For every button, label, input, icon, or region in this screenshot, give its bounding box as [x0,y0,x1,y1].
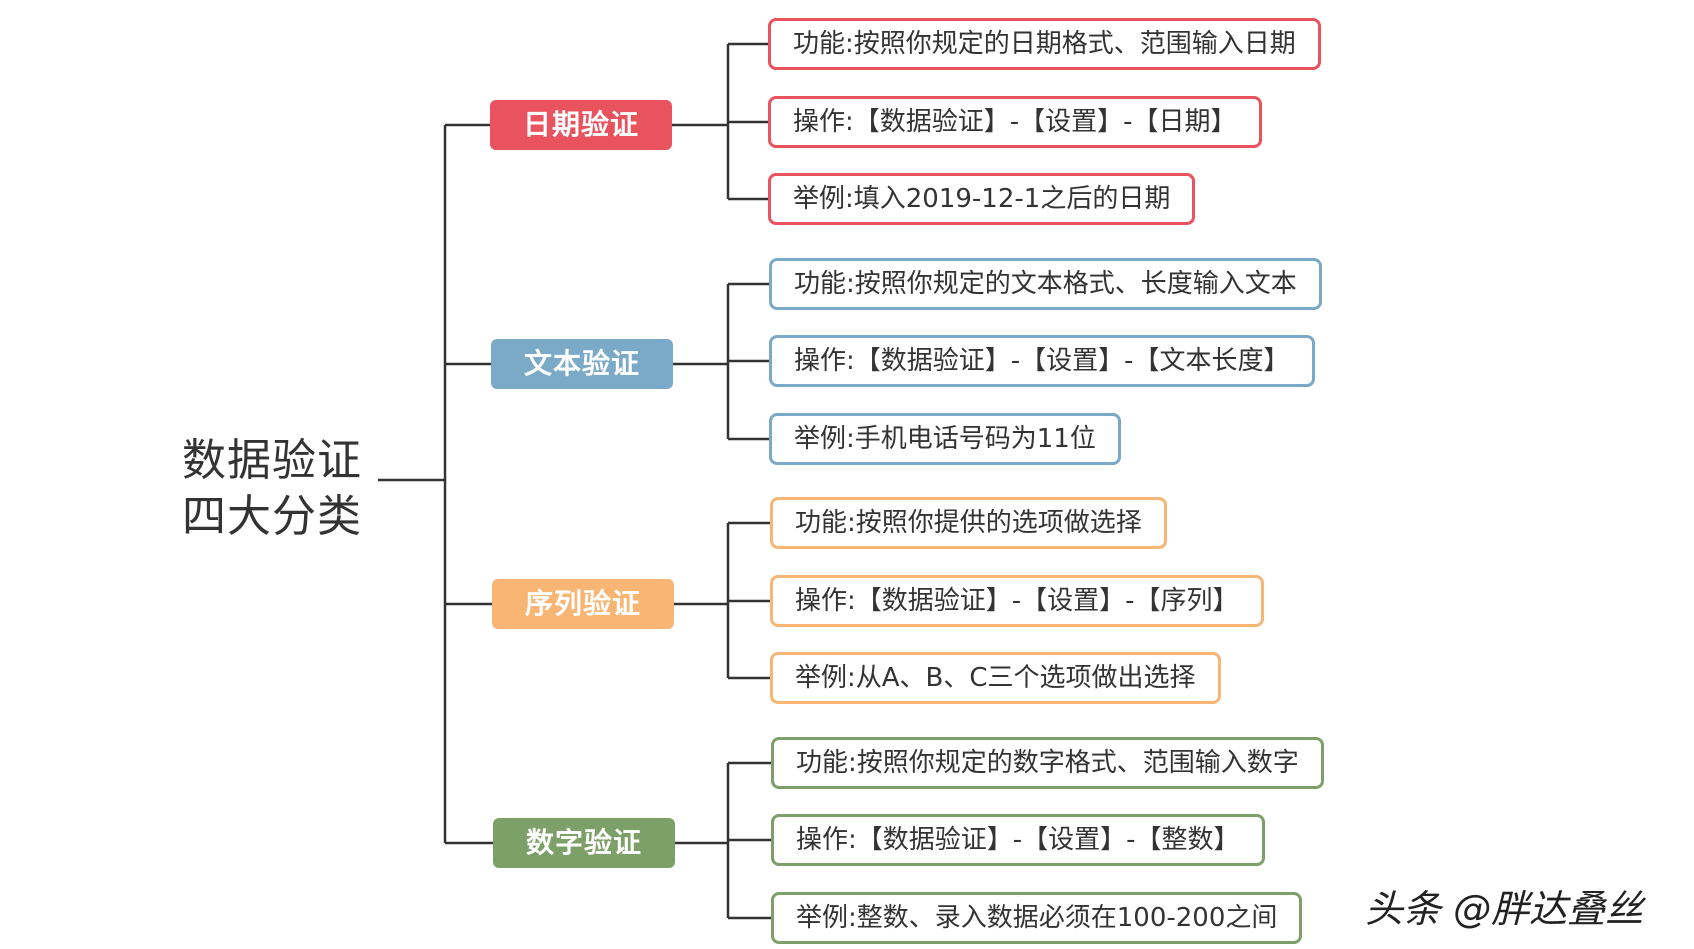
leaf-sequence-example: 举例:从A、B、C三个选项做出选择 [770,652,1221,704]
leaf-text-operation: 操作:【数据验证】-【设置】-【文本长度】 [769,335,1315,387]
leaf-text-example: 举例:手机电话号码为11位 [769,413,1121,465]
leaf-number-example: 举例:整数、录入数据必须在100-200之间 [771,892,1303,944]
category-sequence-validation: 序列验证 [492,579,674,629]
watermark: 头条 @胖达叠丝 [1365,887,1644,931]
category-number-validation: 数字验证 [493,818,675,868]
leaf-date-operation: 操作:【数据验证】-【设置】-【日期】 [768,96,1262,148]
root-node: 数据验证 四大分类 [182,433,372,545]
leaf-date-function: 功能:按照你规定的日期格式、范围输入日期 [768,18,1321,70]
leaf-sequence-operation: 操作:【数据验证】-【设置】-【序列】 [770,575,1264,627]
category-text-validation: 文本验证 [491,339,673,389]
leaf-sequence-function: 功能:按照你提供的选项做选择 [770,497,1167,549]
root-title-line2: 四大分类 [182,491,362,542]
leaf-text-function: 功能:按照你规定的文本格式、长度输入文本 [769,258,1322,310]
category-date-validation: 日期验证 [490,100,672,150]
leaf-number-function: 功能:按照你规定的数字格式、范围输入数字 [771,737,1324,789]
leaf-date-example: 举例:填入2019-12-1之后的日期 [768,173,1196,225]
root-title-line1: 数据验证 [182,435,362,486]
leaf-number-operation: 操作:【数据验证】-【设置】-【整数】 [771,814,1265,866]
